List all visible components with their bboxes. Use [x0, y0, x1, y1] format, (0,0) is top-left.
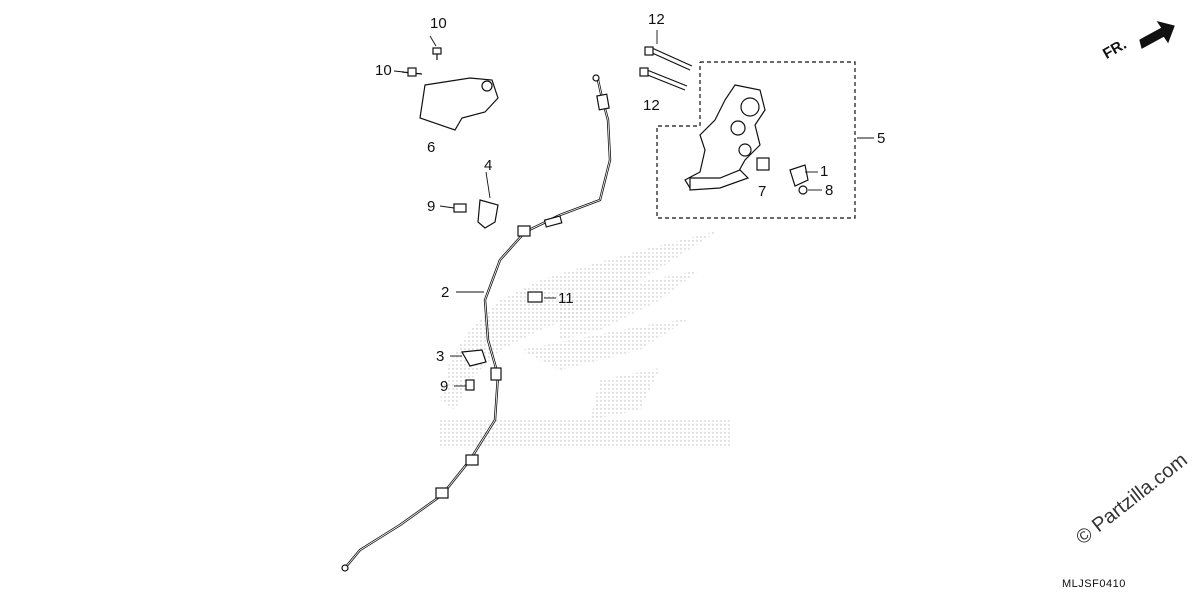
bracket-4[interactable] [477, 199, 499, 229]
callout-9b[interactable]: 9 [440, 378, 449, 395]
honda-wing-watermark [440, 230, 730, 446]
callout-3[interactable]: 3 [436, 348, 445, 365]
diagram-lines [341, 21, 1175, 572]
callout-12b[interactable]: 12 [643, 97, 660, 114]
nut-8[interactable] [798, 185, 808, 195]
callout-2[interactable]: 2 [441, 284, 450, 301]
bolt-9a[interactable] [453, 203, 467, 213]
callout-7[interactable]: 7 [758, 183, 767, 200]
bolt-9b[interactable] [465, 379, 475, 391]
cover-6[interactable] [419, 77, 499, 131]
holder-3[interactable] [461, 349, 487, 367]
front-direction-arrow [1139, 21, 1175, 49]
diagram-code: MLJSF0410 [1062, 578, 1126, 590]
callout-11[interactable]: 11 [558, 290, 574, 307]
clip-1[interactable] [789, 164, 809, 187]
callout-10a[interactable]: 10 [430, 15, 447, 32]
callout-12a[interactable]: 12 [648, 11, 665, 28]
callout-5[interactable]: 5 [877, 130, 886, 147]
bolt-12a[interactable] [649, 47, 693, 71]
callout-1[interactable]: 1 [820, 163, 829, 180]
clamp-11[interactable] [527, 291, 543, 303]
assembly-box [656, 61, 856, 219]
callout-9a[interactable]: 9 [427, 198, 436, 215]
bolt-12b[interactable] [644, 69, 688, 91]
brake-lever-assembly[interactable] [684, 84, 770, 191]
callout-4[interactable]: 4 [484, 157, 493, 174]
callout-6[interactable]: 6 [427, 139, 436, 156]
callout-8[interactable]: 8 [825, 182, 834, 199]
callout-10b[interactable]: 10 [375, 62, 392, 79]
